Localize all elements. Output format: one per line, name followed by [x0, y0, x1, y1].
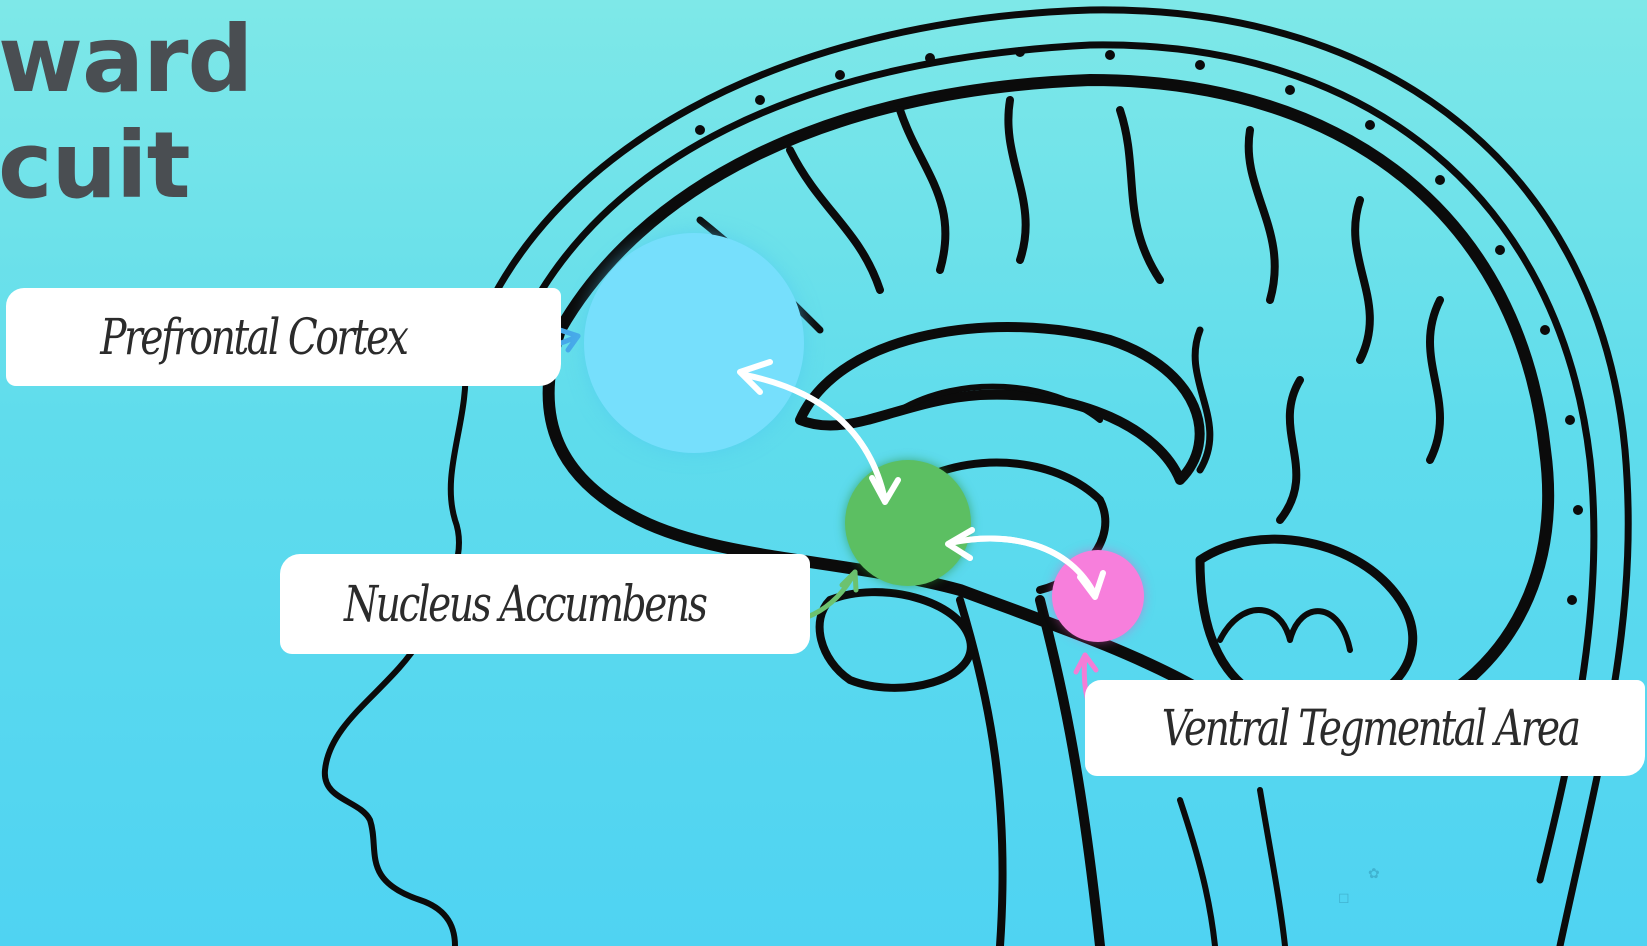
title-line-1: ward	[0, 14, 252, 106]
cerebellum-fold	[1220, 610, 1350, 650]
sulcus-3	[1008, 100, 1025, 260]
sulcus-7	[1430, 300, 1440, 460]
corpus-callosum	[800, 327, 1200, 480]
twitter-icon: ✿	[1368, 866, 1380, 882]
sulcus-1	[790, 150, 880, 290]
spinal-lines	[1180, 790, 1285, 946]
ventral-tegmental-area-region	[1052, 550, 1144, 642]
nucleus-accumbens-label: Nucleus Accumbens	[344, 575, 706, 633]
sulcus-6	[1355, 200, 1370, 360]
prefrontal-cortex-region	[584, 233, 804, 453]
ventral-tegmental-area-label-strip: Ventral Tegmental Area	[1085, 680, 1645, 776]
sulcus-2	[900, 110, 945, 270]
title-line-2: cuit	[0, 120, 190, 212]
skull-outer	[470, 10, 1628, 946]
sulcus-4	[1120, 110, 1160, 280]
prefrontal-cortex-label-strip: Prefrontal Cortex	[6, 288, 561, 386]
sulcus-5	[1249, 130, 1275, 300]
temporal-lobe	[820, 592, 971, 688]
nucleus-accumbens-region	[845, 460, 971, 586]
prefrontal-cortex-label: Prefrontal Cortex	[100, 308, 406, 366]
sulcus-8	[1280, 380, 1300, 520]
ventral-tegmental-area-label: Ventral Tegmental Area	[1162, 699, 1579, 757]
nucleus-accumbens-label-strip: Nucleus Accumbens	[280, 554, 810, 654]
instagram-icon: ◻	[1338, 890, 1350, 906]
